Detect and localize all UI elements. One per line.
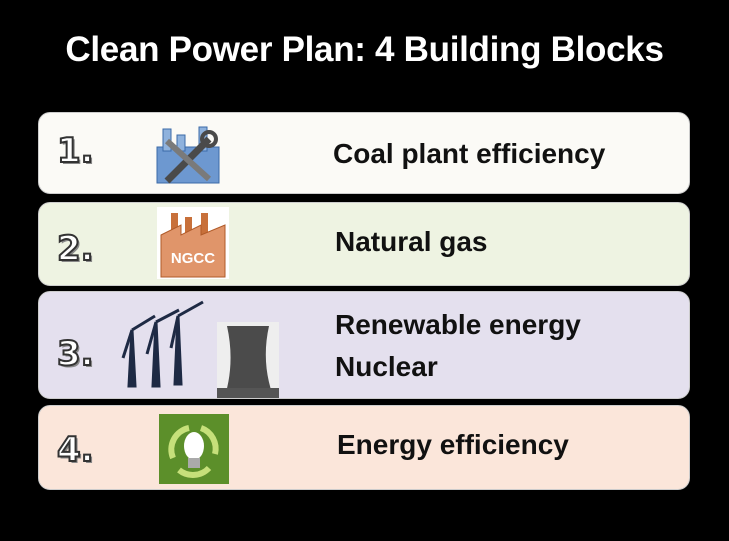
ngcc-label: NGCC (171, 250, 215, 267)
recycle-bulb-icon (159, 414, 229, 484)
factory-tools-icon (156, 126, 220, 184)
block-label-3b: Nuclear (335, 351, 438, 382)
building-block-4: 4. Energy efficiency (38, 405, 690, 490)
ngcc-factory-icon: NGCC (157, 207, 229, 279)
block-number-1: 1. (56, 130, 95, 172)
building-block-3: 3. Renewable energy Nuclear (38, 291, 690, 399)
block-number-4: 4. (56, 429, 95, 471)
block-label-1: Coal plant efficiency (333, 138, 606, 169)
building-block-2: 2. NGCC Natural gas (38, 202, 690, 286)
cooling-tower-icon (217, 322, 279, 398)
block-number-3: 3. (56, 333, 95, 375)
block-label-2: Natural gas (335, 226, 488, 257)
block-label-4: Energy efficiency (337, 429, 569, 460)
block-number-2: 2. (56, 228, 95, 270)
wind-turbines-icon (121, 300, 204, 388)
page-title: Clean Power Plan: 4 Building Blocks (65, 30, 664, 69)
building-block-1: 1. Coal plant efficiency (38, 112, 690, 194)
block-label-3a: Renewable energy (335, 309, 581, 340)
